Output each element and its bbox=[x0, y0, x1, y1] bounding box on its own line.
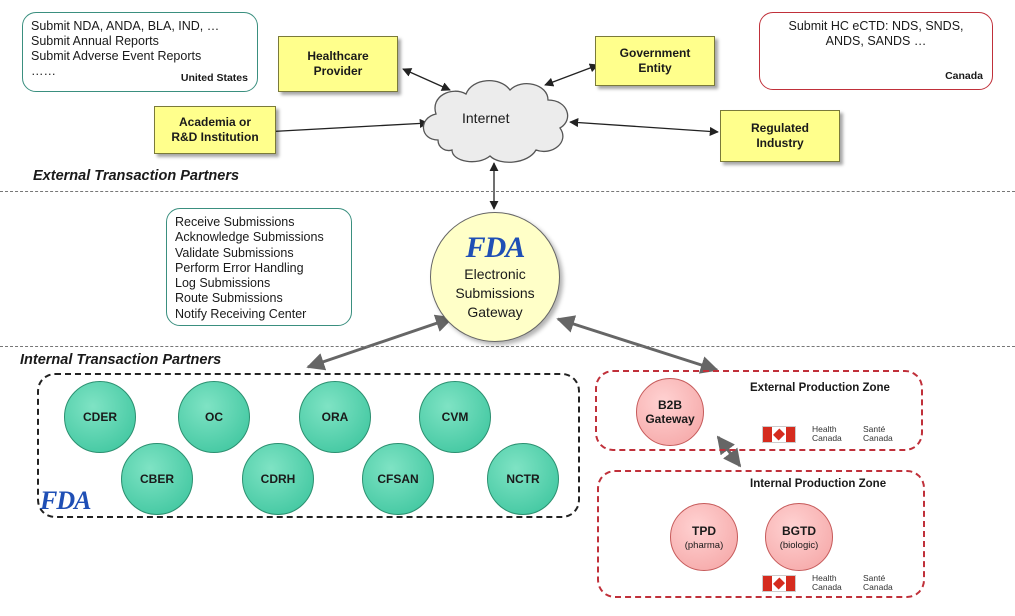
gateway-line: Submissions bbox=[455, 284, 535, 301]
internet-label: Internet bbox=[462, 110, 510, 126]
center-oc: OC bbox=[178, 381, 250, 453]
arrow-academia-internet bbox=[262, 118, 429, 137]
bgtd-sublabel: (biologic) bbox=[779, 539, 819, 551]
b2b-line: B2B bbox=[657, 398, 682, 412]
box-line: Entity bbox=[638, 61, 672, 75]
box-line: R&D Institution bbox=[171, 130, 259, 144]
hc-fr-2: Canada bbox=[863, 582, 893, 592]
box-line: Provider bbox=[313, 64, 363, 78]
external-production-zone bbox=[595, 370, 923, 451]
note-line: Submit Annual Reports bbox=[31, 34, 159, 48]
internal-zone-title: Internal Production Zone bbox=[750, 478, 887, 490]
box-line: Regulated bbox=[750, 121, 809, 135]
section-divider-bottom bbox=[0, 346, 1015, 347]
external-section-title: External Transaction Partners bbox=[33, 168, 240, 184]
arrow-government-internet bbox=[544, 63, 599, 87]
function-item: Receive Submissions bbox=[175, 215, 295, 229]
note-line: Submit Adverse Event Reports bbox=[31, 49, 202, 63]
tpd-sublabel: (pharma) bbox=[684, 539, 724, 551]
gateway-line: Gateway bbox=[467, 303, 523, 320]
hc-fr-2: Canada bbox=[863, 433, 893, 443]
arrow-gateway-canada bbox=[556, 315, 719, 374]
fda-logo: FDA bbox=[465, 230, 526, 264]
note-line: Submit NDA, ANDA, BLA, IND, … bbox=[31, 19, 220, 33]
center-nctr: NCTR bbox=[487, 443, 559, 515]
center-cvm: CVM bbox=[419, 381, 491, 453]
function-item: Perform Error Handling bbox=[175, 260, 304, 275]
hc-fr-1: Santé bbox=[863, 573, 886, 583]
arrow-gateway-fda-centers bbox=[306, 314, 454, 371]
fda-centers-group bbox=[37, 373, 580, 518]
hc-en-1: Health bbox=[812, 573, 837, 583]
health-canada-logo: Health Canada Santé Canada bbox=[762, 423, 912, 447]
healthcare-provider-box: Healthcare Provider bbox=[278, 36, 398, 92]
gateway-functions-note: Receive Submissions Acknowledge Submissi… bbox=[166, 208, 352, 326]
box-line: Industry bbox=[756, 136, 804, 150]
hc-fr-1: Santé bbox=[863, 424, 886, 434]
hc-en-2: Canada bbox=[812, 433, 842, 443]
regulated-industry-box: Regulated Industry bbox=[720, 110, 840, 162]
box-line: Healthcare bbox=[307, 49, 369, 63]
bgtd-circle: BGTD (biologic) bbox=[765, 503, 833, 571]
country-label-canada: Canada bbox=[945, 70, 983, 82]
gateway-line: Electronic bbox=[464, 265, 526, 282]
tpd-circle: TPD (pharma) bbox=[670, 503, 738, 571]
fda-gateway-circle: FDA Electronic Submissions Gateway bbox=[430, 212, 560, 342]
country-label-us: United States bbox=[180, 72, 248, 84]
box-line: Government bbox=[619, 46, 691, 60]
section-divider-top bbox=[0, 191, 1015, 192]
hc-en-1: Health bbox=[812, 424, 837, 434]
fda-logo-small: FDA bbox=[40, 486, 91, 515]
arrow-regulated-internet bbox=[569, 118, 719, 136]
internet-cloud-icon bbox=[422, 80, 569, 163]
b2b-gateway-circle: B2B Gateway bbox=[636, 378, 704, 446]
note-line: ANDS, SANDS … bbox=[825, 34, 927, 48]
function-item: Log Submissions bbox=[175, 276, 271, 291]
academia-box: Academia or R&D Institution bbox=[154, 106, 276, 154]
external-zone-title: External Production Zone bbox=[750, 382, 890, 394]
function-item: Acknowledge Submissions bbox=[175, 230, 324, 245]
canada-flag-icon bbox=[762, 426, 796, 443]
function-item: Validate Submissions bbox=[175, 245, 294, 260]
center-cfsan: CFSAN bbox=[362, 443, 434, 515]
center-cder: CDER bbox=[64, 381, 136, 453]
tpd-label: TPD bbox=[692, 523, 716, 538]
health-canada-logo-internal: Health Canada Santé Canada bbox=[762, 572, 912, 596]
hc-en-2: Canada bbox=[812, 582, 842, 592]
arrow-healthcare-internet bbox=[402, 68, 451, 91]
internal-production-zone bbox=[597, 470, 925, 598]
note-line: Submit HC eCTD: NDS, SNDS, bbox=[788, 19, 964, 33]
bgtd-label: BGTD bbox=[782, 523, 816, 538]
note-line: …… bbox=[31, 64, 56, 78]
center-cber: CBER bbox=[121, 443, 193, 515]
us-submissions-note: Submit NDA, ANDA, BLA, IND, … Submit Ann… bbox=[22, 12, 258, 92]
center-cdrh: CDRH bbox=[242, 443, 314, 515]
b2b-line: Gateway bbox=[645, 412, 695, 426]
center-ora: ORA bbox=[299, 381, 371, 453]
arrow-b2b-internal-zone bbox=[716, 435, 742, 468]
canada-flag-icon bbox=[762, 575, 796, 592]
box-line: Academia or bbox=[178, 115, 252, 129]
canada-submissions-note: Submit HC eCTD: NDS, SNDS, ANDS, SANDS …… bbox=[759, 12, 993, 90]
internal-section-title: Internal Transaction Partners bbox=[20, 352, 222, 368]
government-entity-box: Government Entity bbox=[595, 36, 715, 86]
function-item: Notify Receiving Center bbox=[175, 306, 307, 321]
function-item: Route Submissions bbox=[175, 291, 283, 306]
